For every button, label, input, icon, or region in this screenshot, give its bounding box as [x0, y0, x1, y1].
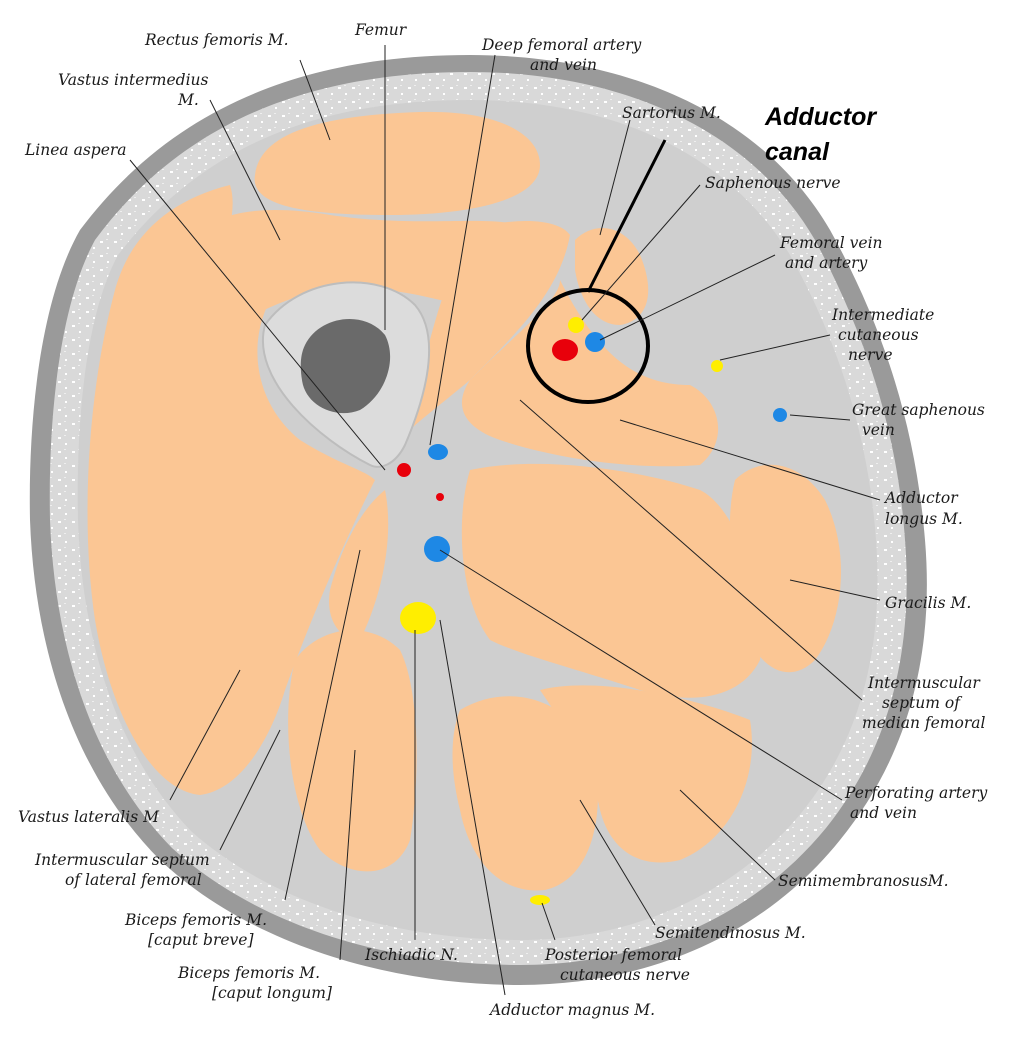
- label-great-saphenous-1: Great saphenous: [852, 401, 985, 419]
- label-femur: Femur: [354, 21, 408, 39]
- label-saphenous-nerve: Saphenous nerve: [705, 174, 841, 192]
- label-intermediate-1: Intermediate: [831, 306, 934, 324]
- label-vastus-lateralis: Vastus lateralis M: [18, 808, 160, 826]
- label-median-septum-1: Intermuscular: [867, 674, 981, 692]
- semitendinosus-muscle: [452, 696, 598, 891]
- label-intermediate-3: nerve: [848, 346, 893, 364]
- label-biceps-breve-2: [caput breve]: [148, 931, 254, 949]
- label-rectus-femoris: Rectus femoris M.: [144, 31, 289, 49]
- label-lateral-septum-1: Intermuscular septum: [34, 851, 210, 869]
- adductor-canal-pointer: [586, 139, 667, 293]
- label-biceps-longum-2: [caput longum]: [212, 984, 333, 1002]
- perforating-vein: [424, 536, 450, 562]
- label-deep-femoral-2: and vein: [530, 56, 597, 74]
- label-posterior-femoral-2: cutaneous nerve: [560, 966, 690, 984]
- label-biceps-longum-1: Biceps femoris M.: [177, 964, 320, 982]
- label-femoral-vein-1: Femoral vein: [779, 234, 883, 252]
- leader-lines: [129, 45, 881, 996]
- adductor-upper-muscle: [410, 220, 570, 430]
- biceps-femoris-long-muscle: [288, 630, 417, 872]
- label-femoral-vein-2: and artery: [785, 254, 868, 272]
- saphenous-nerve: [568, 317, 584, 333]
- label-linea-aspera: Linea aspera: [24, 141, 127, 159]
- sartorius-muscle: [575, 228, 649, 325]
- label-ischiadic: Ischiadic N.: [364, 946, 458, 964]
- vastus-intermedius-muscle: [183, 210, 528, 340]
- adductor-canal-title-line1: Adductor: [764, 103, 877, 131]
- deep-femoral-artery: [397, 463, 411, 477]
- adductor-magnus-muscle: [461, 463, 761, 698]
- femoral-artery: [552, 339, 578, 361]
- vessels-nerves: [397, 317, 787, 905]
- label-biceps-breve-1: Biceps femoris M.: [124, 911, 267, 929]
- deep-femoral-vein: [428, 444, 448, 460]
- label-adductor-longus-1: Adductor: [883, 489, 959, 507]
- posterior-femoral-cutaneous-nerve: [530, 895, 550, 905]
- label-adductor-magnus: Adductor magnus M.: [488, 1001, 655, 1019]
- label-adductor-longus-2: longus M.: [885, 510, 963, 528]
- label-perforating-2: and vein: [850, 804, 917, 822]
- adductor-longus-muscle: [461, 280, 719, 467]
- semimembranosus-muscle: [540, 685, 752, 863]
- label-median-septum-2: septum of: [882, 694, 963, 712]
- label-semitendinosus: Semitendinosus M.: [655, 924, 806, 942]
- label-gracilis: Gracilis M.: [885, 594, 971, 612]
- vastus-lateralis-muscle: [87, 185, 375, 795]
- label-median-septum-3: median femoral: [862, 714, 985, 732]
- ischiadic-nerve: [400, 602, 436, 634]
- label-lateral-septum-2: of lateral femoral: [65, 871, 202, 889]
- label-deep-femoral-1: Deep femoral artery: [481, 36, 642, 54]
- femoral-vein: [585, 332, 605, 352]
- great-saphenous-vein: [773, 408, 787, 422]
- label-great-saphenous-2: vein: [862, 421, 895, 439]
- muscles: [87, 111, 842, 891]
- label-vastus-intermedius-1: Vastus intermedius: [58, 71, 209, 89]
- label-perforating-1: Perforating artery: [844, 784, 988, 802]
- rectus-femoris-muscle: [254, 111, 541, 215]
- small-artery: [436, 493, 444, 501]
- label-sartorius: Sartorius M.: [622, 104, 721, 122]
- label-posterior-femoral-1: Posterior femoral: [544, 946, 682, 964]
- intermediate-cutaneous-nerve: [711, 360, 723, 372]
- biceps-femoris-short-muscle: [329, 490, 389, 640]
- labels: Rectus femoris M. Femur Deep femoral art…: [18, 21, 988, 1019]
- label-intermediate-2: cutaneous: [838, 326, 919, 344]
- label-vastus-intermedius-2: M.: [177, 91, 199, 109]
- femur-marrow: [300, 318, 391, 414]
- label-semimembranosus: SemimembranosusM.: [778, 872, 949, 890]
- adductor-canal-title-line2: canal: [765, 138, 830, 166]
